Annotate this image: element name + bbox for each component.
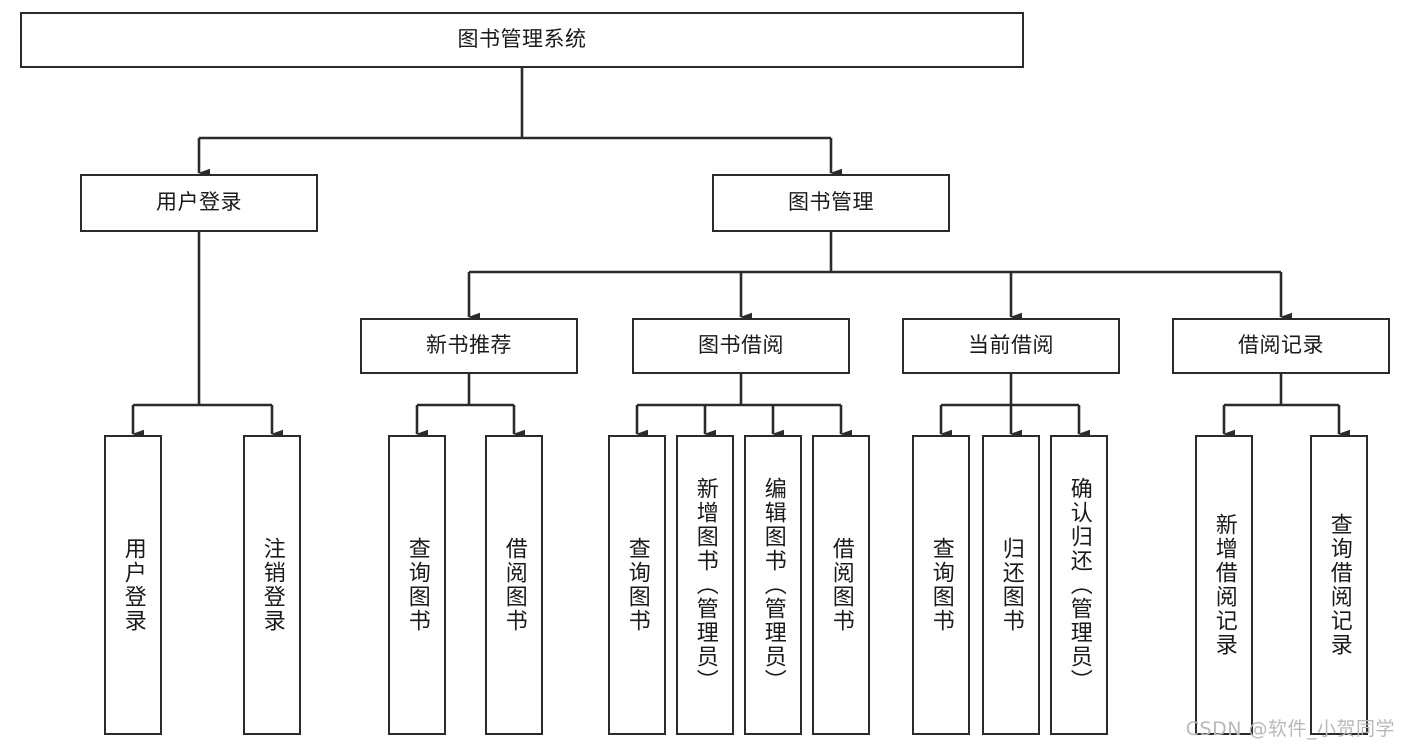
node-label: 新增图书（管理员）	[692, 477, 718, 693]
node-label: 查询图书	[928, 537, 954, 633]
node-login[interactable]: 用户登录	[80, 174, 318, 232]
node-borrow[interactable]: 图书借阅	[632, 318, 850, 374]
node-leaf-13[interactable]: 查询借阅记录	[1310, 435, 1368, 735]
node-label: 查询图书	[404, 537, 430, 633]
node-label: 新书推荐	[426, 333, 512, 358]
node-records[interactable]: 借阅记录	[1172, 318, 1390, 374]
node-leaf-10[interactable]: 归还图书	[982, 435, 1040, 735]
connector-lines	[131, 68, 1350, 439]
node-current[interactable]: 当前借阅	[902, 318, 1120, 374]
node-label: 借阅记录	[1238, 333, 1324, 358]
node-label: 用户登录	[156, 190, 242, 215]
node-root[interactable]: 图书管理系统	[20, 12, 1024, 68]
node-leaf-9[interactable]: 查询图书	[912, 435, 970, 735]
node-label: 编辑图书（管理员）	[760, 477, 786, 693]
node-bookmgmt[interactable]: 图书管理	[712, 174, 950, 232]
node-label: 查询图书	[624, 537, 650, 633]
node-leaf-5[interactable]: 查询图书	[608, 435, 666, 735]
node-label: 归还图书	[998, 537, 1024, 633]
node-leaf-8[interactable]: 借阅图书	[812, 435, 870, 735]
node-label: 新增借阅记录	[1211, 513, 1237, 657]
node-leaf-6[interactable]: 新增图书（管理员）	[676, 435, 734, 735]
node-leaf-11[interactable]: 确认归还（管理员）	[1050, 435, 1108, 735]
node-leaf-12[interactable]: 新增借阅记录	[1195, 435, 1253, 735]
node-label: 注销登录	[259, 537, 285, 633]
node-label: 用户登录	[120, 537, 146, 633]
node-leaf-2[interactable]: 注销登录	[243, 435, 301, 735]
node-label: 借阅图书	[501, 537, 527, 633]
node-leaf-4[interactable]: 借阅图书	[485, 435, 543, 735]
node-label: 当前借阅	[968, 333, 1054, 358]
node-label: 图书借阅	[698, 333, 784, 358]
node-label: 借阅图书	[828, 537, 854, 633]
node-leaf-7[interactable]: 编辑图书（管理员）	[744, 435, 802, 735]
node-label: 确认归还（管理员）	[1066, 477, 1092, 693]
node-leaf-3[interactable]: 查询图书	[388, 435, 446, 735]
node-label: 图书管理	[788, 190, 874, 215]
node-newbook[interactable]: 新书推荐	[360, 318, 578, 374]
node-leaf-1[interactable]: 用户登录	[104, 435, 162, 735]
node-label: 查询借阅记录	[1326, 513, 1352, 657]
node-label: 图书管理系统	[457, 27, 587, 52]
